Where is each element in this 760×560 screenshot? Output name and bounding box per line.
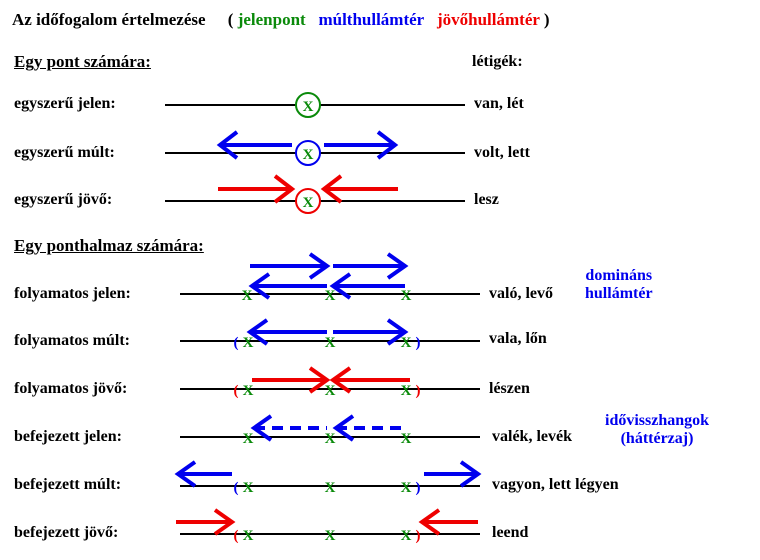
present-point-circle bbox=[295, 92, 321, 118]
echo-note-line2: (háttérzaj) bbox=[620, 430, 694, 448]
perf-future-marker-2: X bbox=[325, 528, 336, 544]
future-arrow-right-head bbox=[320, 174, 343, 204]
row-label-continuous-present: folyamatos jelen: bbox=[14, 285, 131, 302]
title-main: Az időfogalom értelmezése bbox=[12, 10, 206, 29]
cont-present-marker-3: X bbox=[401, 288, 412, 304]
row-label-continuous-past: folyamatos múlt: bbox=[14, 332, 130, 349]
title-close-paren: ) bbox=[543, 10, 550, 29]
present-point-marker: X bbox=[303, 99, 314, 115]
cont-present-top-arrow2-head bbox=[386, 252, 409, 280]
cont-present-bottom-arrow2-head bbox=[329, 272, 352, 300]
cont-past-marker-3: X bbox=[401, 335, 412, 351]
perf-future-marker-3: X bbox=[401, 528, 412, 544]
perf-past-marker-1: X bbox=[243, 480, 254, 496]
dominant-note-line2: hullámtér bbox=[585, 285, 653, 303]
verbs-header: létigék: bbox=[472, 53, 523, 70]
perf-future-close-paren: ) bbox=[416, 528, 421, 544]
cont-past-marker-2: X bbox=[325, 335, 336, 351]
page-title: Az időfogalom értelmezése ( jelenpont mú… bbox=[12, 11, 550, 28]
section2-header: Egy ponthalmaz számára: bbox=[14, 236, 204, 255]
echo-note-line1: idővisszhangok bbox=[605, 412, 710, 429]
perf-present-marker-2: X bbox=[325, 431, 336, 447]
perf-future-arrow-right-head bbox=[418, 508, 441, 536]
time-echo-note: idővisszhangok (háttérzaj) bbox=[605, 412, 709, 449]
perf-future-open-paren: ( bbox=[234, 528, 239, 544]
perf-present-arrow2-head bbox=[332, 414, 355, 442]
cont-past-arrow1-head bbox=[246, 318, 269, 346]
cont-future-open-paren: ( bbox=[234, 383, 239, 399]
row-label-continuous-future: folyamatos jövő: bbox=[14, 380, 128, 397]
cont-present-marker-2: X bbox=[325, 288, 336, 304]
cont-present-marker-1: X bbox=[242, 288, 253, 304]
past-point-circle bbox=[295, 140, 321, 166]
row-label-simple-past: egyszerű múlt: bbox=[14, 144, 115, 161]
verb-simple-past: volt, lett bbox=[474, 144, 530, 161]
row-label-perfect-future: befejezett jövő: bbox=[14, 524, 119, 541]
cont-future-close-paren: ) bbox=[416, 383, 421, 399]
cont-past-close-paren: ) bbox=[416, 335, 421, 351]
perf-past-marker-3: X bbox=[401, 480, 412, 496]
cont-past-arrow2-head bbox=[386, 318, 409, 346]
cont-future-marker-3: X bbox=[401, 383, 412, 399]
row-label-perfect-past: befejezett múlt: bbox=[14, 476, 122, 493]
verb-continuous-present: való, levő bbox=[489, 285, 553, 302]
title-future: jövőhullámtér bbox=[436, 10, 540, 29]
past-arrow-left-head bbox=[216, 130, 239, 160]
cont-present-bottom-arrow1-head bbox=[248, 272, 271, 300]
verb-simple-future: lesz bbox=[474, 191, 499, 208]
verb-perfect-past: vagyon, lett légyen bbox=[492, 476, 619, 493]
row-label-simple-future: egyszerű jövő: bbox=[14, 191, 113, 208]
row-label-perfect-present: befejezett jelen: bbox=[14, 428, 122, 445]
verb-simple-present: van, lét bbox=[474, 95, 524, 112]
perf-past-arrow-right-head bbox=[459, 460, 482, 488]
cont-present-top-arrow1-head bbox=[308, 252, 331, 280]
cont-past-marker-1: X bbox=[243, 335, 254, 351]
title-present: jelenpont bbox=[237, 10, 306, 29]
verb-continuous-future: lészen bbox=[489, 380, 530, 397]
perf-past-marker-2: X bbox=[325, 480, 336, 496]
future-point-circle bbox=[295, 188, 321, 214]
past-arrow-right-head bbox=[376, 130, 399, 160]
verb-perfect-present: valék, levék bbox=[492, 428, 572, 445]
perf-past-arrow-left-head bbox=[174, 460, 197, 488]
future-point-marker: X bbox=[303, 195, 314, 211]
dominant-note-line1: domináns bbox=[585, 267, 653, 284]
perf-past-close-paren: ) bbox=[416, 480, 421, 496]
perf-present-arrow1-head bbox=[250, 414, 273, 442]
verb-perfect-future: leend bbox=[492, 524, 529, 541]
title-past: múlthullámtér bbox=[318, 10, 425, 29]
past-point-marker: X bbox=[303, 147, 314, 163]
perf-present-marker-3: X bbox=[401, 431, 412, 447]
cont-future-arrow2-head bbox=[329, 366, 352, 394]
dominant-wavespace-note: domináns hullámtér bbox=[585, 267, 653, 304]
cont-future-arrow1-head bbox=[308, 366, 331, 394]
cont-past-open-paren: ( bbox=[234, 335, 239, 351]
cont-future-marker-2: X bbox=[325, 383, 336, 399]
perf-future-arrow-left-head bbox=[213, 508, 236, 536]
perf-future-marker-1: X bbox=[243, 528, 254, 544]
perf-present-marker-1: X bbox=[243, 431, 254, 447]
cont-future-marker-1: X bbox=[243, 383, 254, 399]
title-open-paren: ( bbox=[227, 10, 234, 29]
verb-continuous-past: vala, lőn bbox=[489, 330, 547, 347]
row-label-simple-present: egyszerű jelen: bbox=[14, 95, 116, 112]
section1-header: Egy pont számára: bbox=[14, 52, 151, 71]
perf-past-open-paren: ( bbox=[234, 480, 239, 496]
future-arrow-left-head bbox=[273, 174, 296, 204]
